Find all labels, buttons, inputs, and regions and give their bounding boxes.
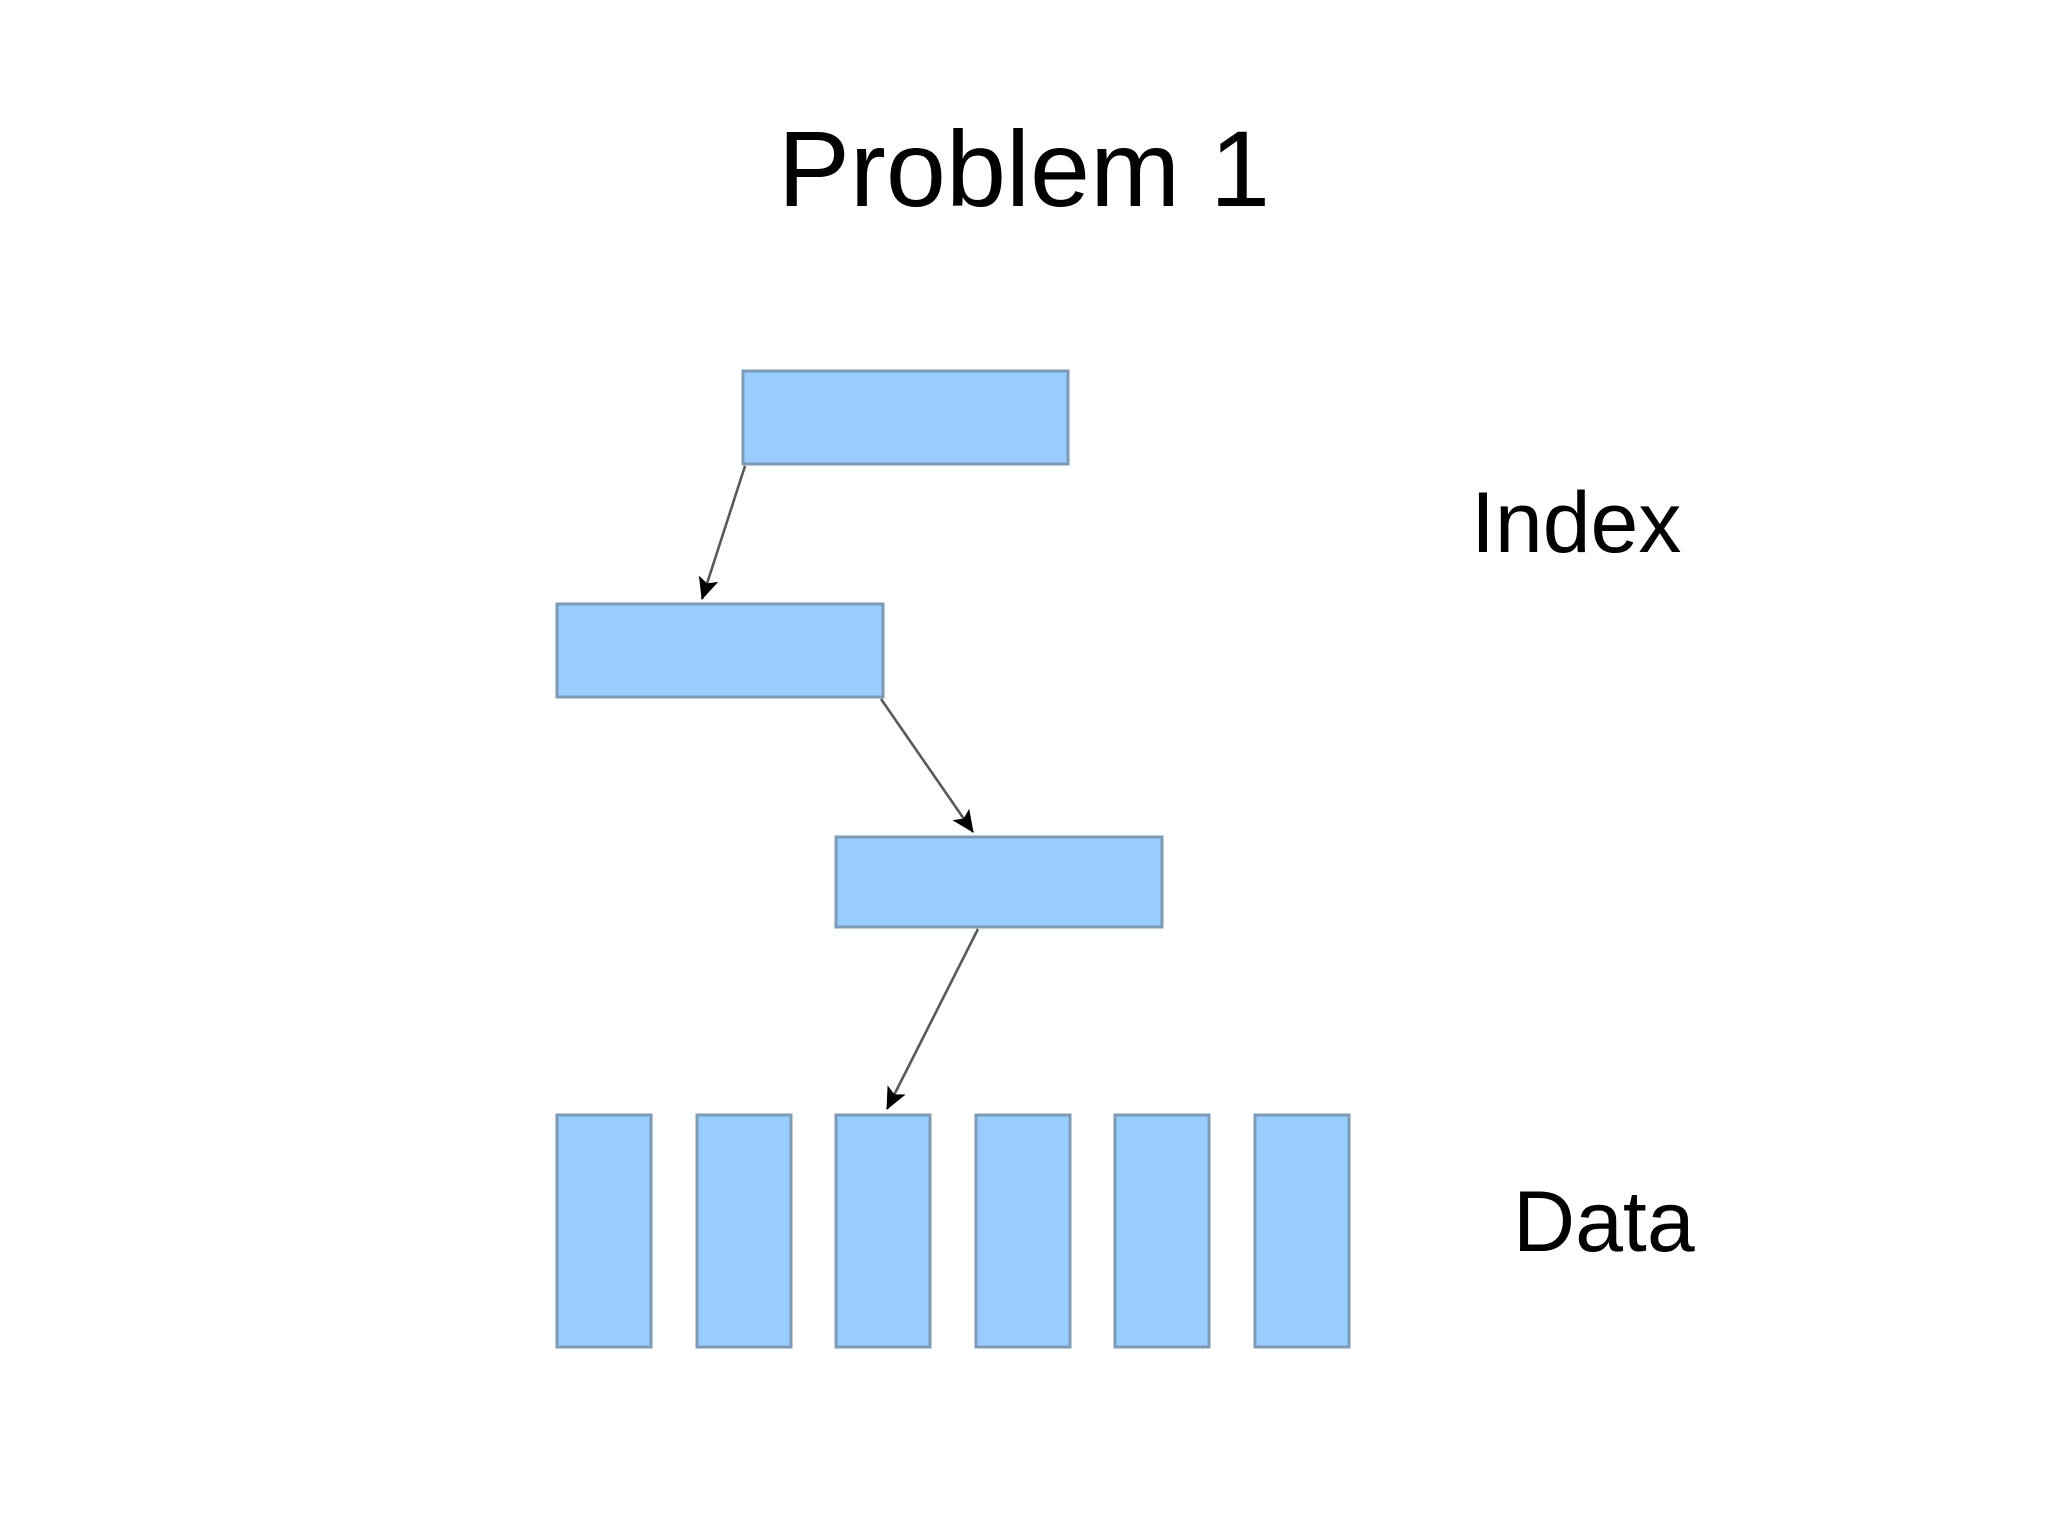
data-block-6[interactable] (1253, 1113, 1351, 1349)
arrow-level3-to-data3 (885, 928, 980, 1110)
arrow-level2-to-level3 (879, 698, 975, 833)
arrow-level1-to-level2 (698, 465, 747, 600)
data-block-4[interactable] (974, 1113, 1072, 1349)
index-node-level-3[interactable] (834, 835, 1164, 929)
page-title: Problem 1 (777, 108, 1271, 229)
data-block-5[interactable] (1113, 1113, 1211, 1349)
index-section-label: Index (1471, 475, 1682, 571)
data-block-2[interactable] (695, 1113, 793, 1349)
data-block-1[interactable] (555, 1113, 653, 1349)
data-block-3[interactable] (834, 1113, 932, 1349)
index-node-level-1[interactable] (741, 369, 1070, 466)
data-section-label: Data (1513, 1174, 1695, 1270)
index-node-level-2[interactable] (555, 602, 885, 699)
